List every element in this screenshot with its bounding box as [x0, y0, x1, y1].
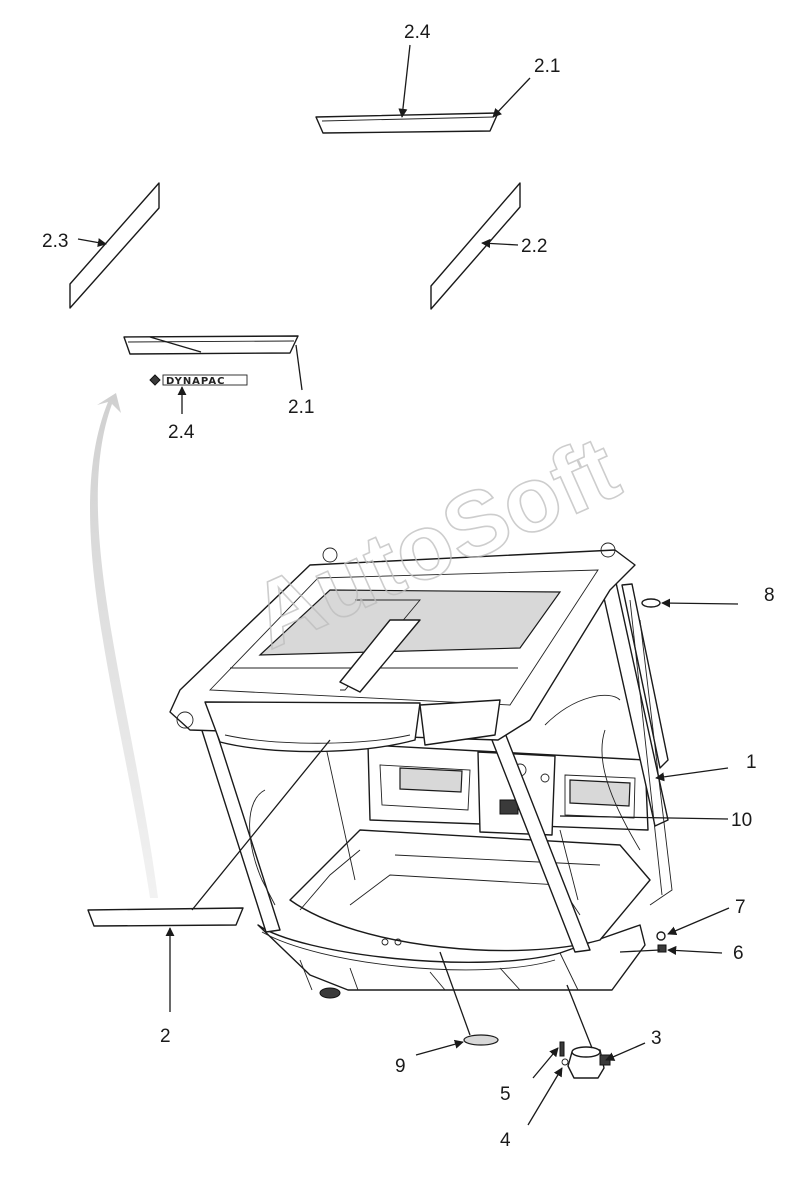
callout-8: 8	[764, 585, 775, 606]
callout-6: 6	[733, 943, 744, 964]
decal-strip-2	[87, 907, 244, 927]
callout-2-2: 2.2	[521, 236, 547, 257]
logo-text: DYNAPAC	[166, 376, 225, 387]
callout-10: 10	[731, 810, 752, 831]
part-9-cover	[463, 1034, 499, 1046]
dynapac-logo: DYNAPAC	[149, 374, 248, 387]
decal-strip-right	[430, 182, 521, 310]
callout-2-1-bottom: 2.1	[288, 397, 314, 418]
callout-2-3: 2.3	[42, 231, 68, 252]
callout-2-1-top: 2.1	[534, 56, 560, 77]
callout-4: 4	[500, 1130, 511, 1151]
cab-frame	[169, 542, 673, 999]
part-7-screw	[656, 931, 666, 941]
decal-strip-top	[315, 112, 499, 134]
part-4-washer	[561, 1058, 569, 1066]
callout-labels: 2.4 2.1 2.3 2.2 2.1 2.4 8 1 10 7 6 2 3 9…	[42, 22, 775, 1151]
callout-2-4-top: 2.4	[404, 22, 431, 43]
decal-strip-left	[69, 182, 160, 309]
callout-3: 3	[651, 1028, 662, 1049]
callout-5: 5	[500, 1084, 511, 1105]
callout-2: 2	[160, 1026, 171, 1047]
part-5-screw	[559, 1041, 565, 1057]
callout-9: 9	[395, 1056, 406, 1077]
part-6-nut	[657, 944, 667, 953]
callout-7: 7	[735, 897, 746, 918]
part-3-component	[567, 1046, 611, 1079]
leader-lines	[77, 44, 739, 1126]
callout-2-4-bottom: 2.4	[168, 422, 195, 443]
assembly-arrow	[90, 393, 158, 898]
callout-1: 1	[746, 752, 757, 773]
part-8-clip	[641, 598, 661, 608]
decal-strip-front	[123, 335, 299, 355]
